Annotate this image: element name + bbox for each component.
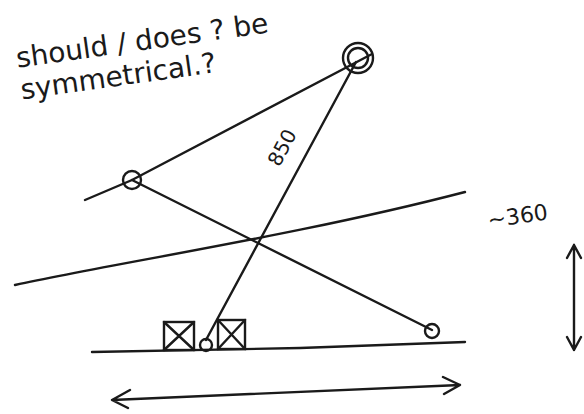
left-pivot xyxy=(123,171,141,189)
right-block-cross xyxy=(218,320,245,349)
top-pivot-inner xyxy=(348,48,368,68)
curve-line xyxy=(15,192,465,285)
width-arrow xyxy=(112,377,460,408)
left-block-cross xyxy=(164,322,194,350)
dimension-label: ~360 xyxy=(486,200,549,233)
cross-link xyxy=(132,180,432,330)
ground-line xyxy=(92,342,465,352)
bottom-pivot xyxy=(200,339,212,351)
note-text: should / does ? be symmetrical.? xyxy=(14,3,305,106)
long-link xyxy=(206,62,356,340)
top-pivot xyxy=(343,43,373,73)
right-pivot xyxy=(425,324,439,338)
right-block xyxy=(218,320,245,349)
left-block xyxy=(164,322,194,350)
dimension-label: 850 xyxy=(262,123,303,173)
height-arrow xyxy=(567,245,581,350)
